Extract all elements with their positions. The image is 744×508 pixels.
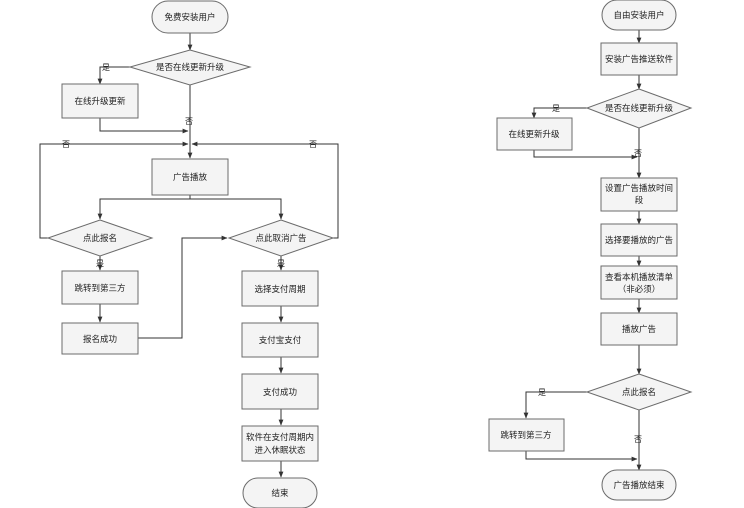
right-jump-third-label: 跳转到第三方 xyxy=(500,430,551,441)
left-pay-ok-label: 支付成功 xyxy=(263,387,297,398)
left-ad-play-label: 广告播放 xyxy=(173,172,208,183)
right-online-upgrade-node xyxy=(496,117,573,151)
left-online-upgrade-label: 在线升级更新 xyxy=(74,96,126,107)
left-jump-third-label: 跳转到第三方 xyxy=(74,283,125,294)
left-end-label: 结束 xyxy=(271,488,289,499)
right-set-time-node xyxy=(600,177,678,212)
left-click-cancel-node xyxy=(227,219,335,257)
left-sleep-label-line1: 软件在支付周期内 xyxy=(246,432,314,443)
left-alipay-node xyxy=(241,322,319,358)
right-yes-label-update: 是 xyxy=(552,104,560,113)
right-choose-ad-node xyxy=(600,223,678,257)
right-set-time-label-line1: 设置广告播放时间 xyxy=(605,183,673,194)
left-yes-label-signup: 是 xyxy=(96,259,104,268)
right-jump-third-node xyxy=(488,418,565,452)
edge-signup-loop xyxy=(39,141,189,239)
left-click-signup-label: 点此报名 xyxy=(83,233,117,244)
left-sleep-node xyxy=(241,425,319,462)
right-end-label: 广告播放结束 xyxy=(613,480,665,491)
right-check-update-label: 是否在线更新升级 xyxy=(605,103,674,114)
left-signup-ok-label: 报名成功 xyxy=(83,334,117,345)
edge-play-split xyxy=(97,195,191,220)
right-install-push-label: 安装广告推送软件 xyxy=(605,54,674,65)
edge-cancel-loop xyxy=(191,141,339,239)
right-check-update-node xyxy=(585,88,693,129)
right-start-node xyxy=(601,0,677,31)
edge-ok-to-cancel xyxy=(138,235,228,339)
edge-r-check-yes xyxy=(531,107,587,119)
left-alipay-label: 支付宝支付 xyxy=(259,335,302,346)
right-edge-labels: 是 否 是 否 xyxy=(538,104,642,444)
edge-upgrade-merge xyxy=(99,118,189,134)
right-view-list-node xyxy=(600,265,678,300)
right-nodes: 自由安装用户 安装广告推送软件 是否在线更新升级 在线更新升级 设置广告播放时间… xyxy=(488,0,693,501)
right-play-ad-label: 播放广告 xyxy=(622,324,656,335)
left-start-label: 免费安装用户 xyxy=(164,12,215,23)
left-sleep-label-line2: 进入休眠状态 xyxy=(254,445,306,456)
right-view-list-label-line2: （非必须） xyxy=(618,284,661,295)
edge-r-signup-yes xyxy=(523,391,587,419)
left-end-node xyxy=(242,477,318,508)
left-edges xyxy=(39,33,339,478)
edge-r-jump-merge xyxy=(525,451,638,462)
left-check-update-node xyxy=(128,49,252,86)
left-nodes: 免费安装用户 是否在线更新升级 在线升级更新 广告播放 点此报名 点此取消广告 … xyxy=(46,0,335,508)
right-choose-ad-label: 选择要播放的广告 xyxy=(605,235,673,246)
left-jump-third-node xyxy=(61,270,139,305)
right-end-node xyxy=(601,469,677,501)
left-signup-ok-node xyxy=(61,322,139,355)
left-choose-period-label: 选择支付周期 xyxy=(254,284,305,295)
left-check-update-label: 是否在线更新升级 xyxy=(156,62,225,73)
right-start-label: 自由安装用户 xyxy=(613,10,664,21)
left-yes-label-update: 是 xyxy=(102,63,110,72)
right-view-list-label-line1: 查看本机播放清单 xyxy=(605,272,674,283)
right-click-signup-label: 点此报名 xyxy=(622,387,656,398)
right-install-push-node xyxy=(600,42,678,76)
right-yes-label-signup: 是 xyxy=(538,388,546,397)
right-set-time-label-line2: 段 xyxy=(635,195,644,206)
left-no-label-cancel: 否 xyxy=(309,140,317,149)
left-no-label-signup: 否 xyxy=(62,140,70,149)
edge-r-upgrade-merge xyxy=(533,150,638,160)
left-online-upgrade-node xyxy=(61,83,139,119)
right-online-upgrade-label: 在线更新升级 xyxy=(508,129,560,140)
right-no-label-update: 否 xyxy=(634,149,642,158)
left-yes-label-cancel: 是 xyxy=(277,259,285,268)
right-click-signup-node xyxy=(585,373,693,411)
left-click-cancel-label: 点此取消广告 xyxy=(255,233,306,244)
right-play-ad-node xyxy=(600,312,678,346)
left-edge-labels: 是 否 否 否 是 是 xyxy=(62,63,317,268)
right-edges xyxy=(523,30,642,471)
edge-check-yes xyxy=(97,66,130,85)
left-ad-play-node xyxy=(151,158,229,196)
left-choose-period-node xyxy=(241,270,319,307)
edge-play-split-right xyxy=(190,198,284,220)
left-pay-ok-node xyxy=(241,373,319,410)
left-click-signup-node xyxy=(46,219,154,257)
left-start-node xyxy=(151,0,229,34)
left-no-label-update: 否 xyxy=(185,117,193,126)
right-no-label-signup: 否 xyxy=(634,435,642,444)
